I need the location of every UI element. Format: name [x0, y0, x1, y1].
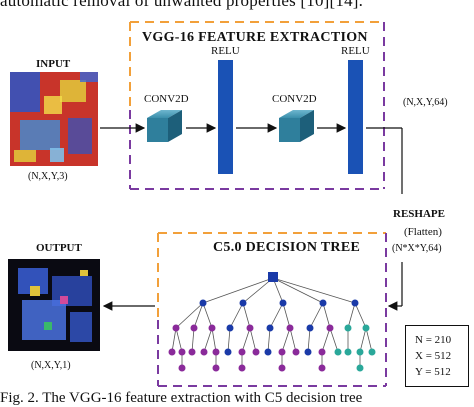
conv2-cube — [279, 110, 314, 142]
relu2-label: RELU — [341, 45, 370, 57]
tree-title: C5.0 DECISION TREE — [213, 240, 361, 255]
output-image — [8, 259, 100, 351]
vgg-title: VGG-16 FEATURE EXTRACTION — [142, 30, 368, 45]
reshape-label: RESHAPE — [393, 208, 445, 220]
param-x: X = 512 — [415, 350, 452, 362]
vgg-output-dims: (N,X,Y,64) — [403, 97, 448, 108]
input-label: INPUT — [36, 58, 71, 70]
relu1-bar — [218, 60, 233, 174]
output-dims: (N,X,Y,1) — [31, 360, 71, 371]
param-y: Y = 512 — [415, 366, 451, 378]
param-n: N = 210 — [415, 334, 452, 346]
input-image — [10, 72, 98, 166]
conv1-cube — [147, 110, 182, 142]
flatten-label: (Flatten) — [404, 226, 442, 238]
parameter-box: N = 210 X = 512 Y = 512 — [405, 325, 469, 387]
tree-box-border — [157, 232, 387, 387]
conv2-label: CONV2D — [272, 93, 317, 105]
flatten-dims: (N*X*Y,64) — [392, 243, 442, 254]
figure-caption: Fig. 2. The VGG-16 feature extraction wi… — [0, 390, 363, 406]
relu2-bar — [348, 60, 363, 174]
tree-nodes — [168, 272, 376, 372]
conv1-label: CONV2D — [144, 93, 189, 105]
output-label: OUTPUT — [36, 242, 82, 254]
relu1-label: RELU — [211, 45, 240, 57]
top-caption-text: automatic removal of unwanted properties… — [0, 0, 364, 10]
input-dims: (N,X,Y,3) — [28, 171, 68, 182]
vgg-box-border — [129, 21, 385, 190]
